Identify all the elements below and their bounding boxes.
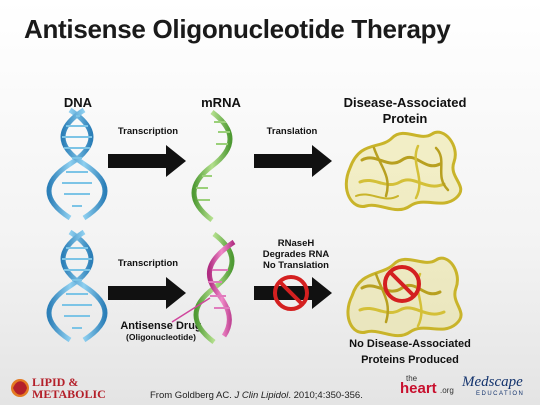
no-sign-icon — [273, 275, 309, 311]
lipid-metabolic-logo: LIPID & METABOLIC — [32, 376, 106, 400]
citation-suffix: . 2010;4:350-356. — [288, 390, 363, 401]
dna-helix-icon — [46, 229, 108, 343]
row2-transcription-label: Transcription — [117, 258, 179, 269]
header-mrna: mRNA — [201, 95, 241, 110]
dna-helix-icon — [46, 107, 108, 221]
result-line1: No Disease-Associated — [349, 338, 471, 350]
lipid-metabolic-logo-icon — [11, 379, 29, 397]
citation-prefix: From Goldberg AC. — [150, 390, 235, 401]
antisense-drug-line1: Antisense Drug — [120, 320, 202, 332]
arrow-icon — [108, 145, 186, 177]
mrna-helix-icon — [191, 110, 233, 222]
row1-transcription-label: Transcription — [117, 126, 179, 137]
medscape-logo: Medscape EDUCATION — [462, 374, 536, 402]
header-protein-line2: Protein — [382, 111, 428, 126]
mrna-helix-icon — [171, 232, 236, 344]
logo-ms-sub: EDUCATION — [476, 391, 525, 397]
header-protein: Disease-Associated Protein — [330, 95, 480, 127]
theheart-logo: the heart .org — [400, 374, 458, 402]
logo-left-line2: METABOLIC — [32, 387, 106, 401]
antisense-pointer-line — [171, 297, 211, 323]
logo-heart-suffix: .org — [440, 386, 454, 395]
citation-journal: J Clin Lipidol — [234, 390, 289, 401]
rnaseh-line3: No Translation — [263, 260, 329, 271]
header-dna: DNA — [63, 95, 93, 110]
page-title: Antisense Oligonucleotide Therapy — [24, 14, 451, 44]
rnaseh-line2: Degrades RNA — [262, 249, 330, 260]
result-label: No Disease-Associated Proteins Produced — [330, 336, 490, 368]
protein-icon — [344, 130, 463, 212]
logo-heart-main: heart — [400, 380, 437, 397]
antisense-drug-line2: (Oligonucleotide) — [126, 332, 196, 342]
antisense-drug-label: Antisense Drug (Oligonucleotide) — [106, 320, 216, 342]
rnaseh-line1: RNaseH — [277, 238, 315, 249]
citation: From Goldberg AC. J Clin Lipidol. 2010;4… — [150, 390, 363, 401]
header-protein-line1: Disease-Associated — [343, 95, 467, 110]
logo-ms-main: Medscape — [462, 374, 523, 390]
arrow-icon — [254, 145, 332, 177]
no-sign-icon — [383, 265, 421, 303]
row1-translation-label: Translation — [266, 126, 318, 137]
logo-left-line1: LIPID & — [32, 375, 79, 389]
result-line2: Proteins Produced — [361, 354, 459, 366]
logo-heart-top: the — [406, 374, 418, 383]
arrow-icon — [108, 277, 186, 309]
protein-icon — [346, 256, 463, 338]
rnaseh-label: RNaseH Degrades RNA No Translation — [256, 238, 336, 271]
